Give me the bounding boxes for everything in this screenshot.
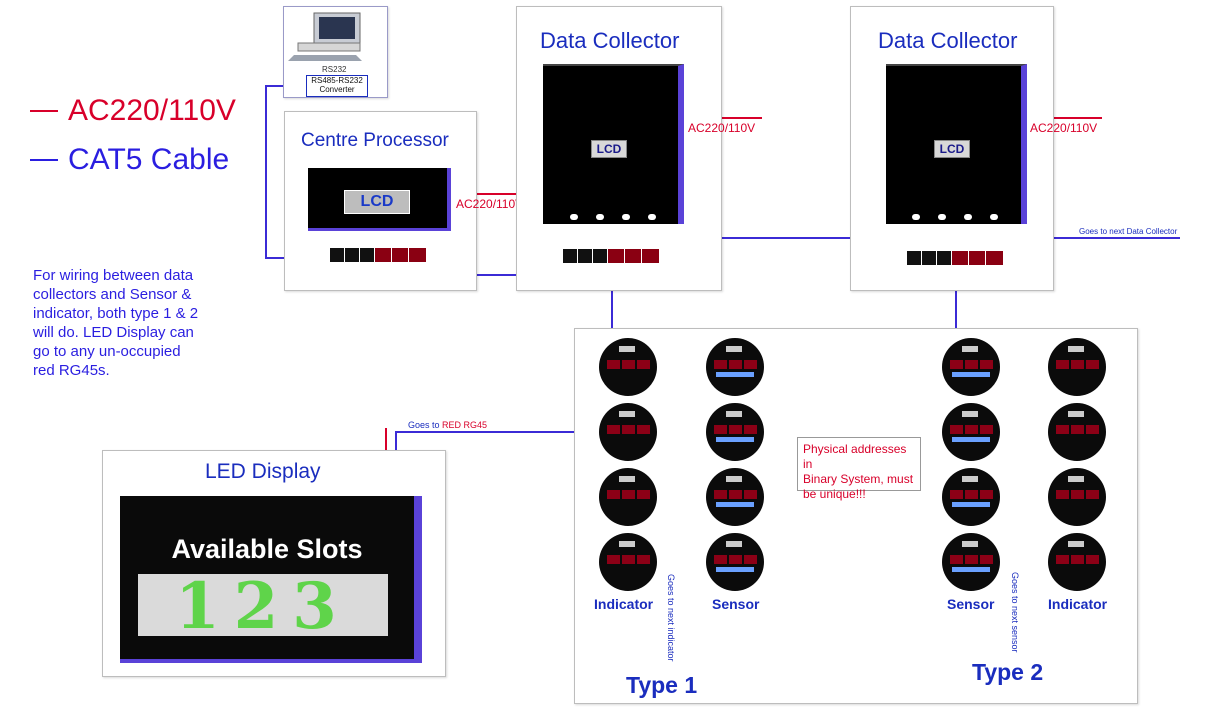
c2-lcd-label: LCD: [939, 142, 965, 156]
indicator-node: [599, 468, 657, 526]
data-collector-1-title: Data Collector: [540, 28, 680, 53]
sensor-node: [706, 533, 764, 591]
sensor-node: [706, 338, 764, 396]
type1-label: Type 1: [626, 672, 698, 698]
note-line: will do. LED Display can: [33, 324, 194, 341]
converter-label: RS485-RS232: [311, 76, 363, 85]
rj45-port: [642, 249, 659, 263]
note-line: indicator, both type 1 & 2: [33, 305, 199, 322]
rj45-port: [392, 248, 408, 262]
rj45-port: [952, 251, 968, 265]
rj45-port: [360, 248, 374, 262]
cp-rj45-switch: [330, 248, 426, 262]
type2-sensor-label: Sensor: [947, 596, 995, 612]
rj45-port: [330, 248, 344, 262]
sensor-node: [706, 468, 764, 526]
cable-gland: [596, 214, 604, 220]
note-line: go to any un-occupied: [33, 343, 181, 360]
led-sign-count: 123: [175, 569, 351, 644]
led-sign: Available Slots 123: [120, 496, 422, 663]
type2-next-label: Goes to next sensor: [1010, 572, 1020, 653]
led-display-title: LED Display: [205, 460, 321, 483]
rj45-port: [593, 249, 607, 263]
centre-processor-title: Centre Processor: [301, 130, 449, 151]
cable-gland: [912, 214, 920, 220]
c1-power-label: AC220/110V: [688, 121, 756, 135]
cable-gland: [938, 214, 946, 220]
legend-cat5-label: CAT5 Cable: [68, 143, 230, 176]
rj45-port: [969, 251, 985, 265]
sensor-area-panel: [574, 328, 1138, 704]
note-line: collectors and Sensor &: [33, 286, 192, 303]
data-collector-2-title: Data Collector: [878, 28, 1018, 53]
address-note-line: Physical addresses in: [803, 442, 907, 471]
rj45-port: [375, 248, 391, 262]
cable-gland: [648, 214, 656, 220]
address-note-box: Physical addresses in Binary System, mus…: [797, 437, 921, 501]
address-note-line: Binary System, must: [803, 472, 914, 486]
sensor-node: [942, 403, 1000, 461]
c2-lcd-screen: LCD: [934, 140, 970, 158]
c2-rj45-switch: [907, 251, 1003, 265]
type1-indicator-label: Indicator: [594, 596, 654, 612]
rj45-port: [563, 249, 577, 263]
sensor-node: [942, 338, 1000, 396]
converter-box: RS485-RS232 Converter: [306, 75, 368, 97]
cp-power-label: AC220/110V: [456, 197, 524, 211]
sensor-node: [942, 468, 1000, 526]
indicator-node: [1048, 338, 1106, 396]
cp-lcd-label: LCD: [360, 193, 394, 210]
indicator-node: [599, 533, 657, 591]
type2-label: Type 2: [972, 659, 1044, 685]
type2-indicator-label: Indicator: [1048, 596, 1108, 612]
indicator-node: [1048, 468, 1106, 526]
sensor-node: [706, 403, 764, 461]
indicator-node: [1048, 533, 1106, 591]
note-line: For wiring between data: [33, 267, 194, 284]
cp-lcd-screen: LCD: [344, 190, 410, 214]
led-link-prefix: Goes to: [408, 420, 443, 430]
rj45-port: [409, 248, 426, 262]
led-display-link-label: Goes to RED RG45: [408, 420, 487, 430]
c1-lcd-screen: LCD: [591, 140, 627, 158]
led-link-highlight: RED RG45: [442, 420, 488, 430]
cable-gland: [964, 214, 972, 220]
rj45-port: [578, 249, 592, 263]
rj45-port: [937, 251, 951, 265]
c2-power-label: AC220/110V: [1030, 121, 1098, 135]
indicator-node: [599, 338, 657, 396]
note-line: red RG45s.: [33, 362, 110, 379]
address-note-line: be unique!!!: [803, 487, 866, 501]
cable-gland: [622, 214, 630, 220]
converter-label: Converter: [319, 85, 355, 94]
rj45-port: [625, 249, 641, 263]
next-collector-label: Goes to next Data Collector: [1079, 227, 1178, 236]
c1-rj45-switch: [563, 249, 659, 263]
rj45-port: [986, 251, 1003, 265]
cable-gland: [990, 214, 998, 220]
indicator-node: [1048, 403, 1106, 461]
type1-next-label: Goes to next indicator: [666, 574, 676, 662]
rj45-port: [345, 248, 359, 262]
indicator-node: [599, 403, 657, 461]
wiring-note: For wiring between data collectors and S…: [33, 266, 198, 380]
sensor-node: [942, 533, 1000, 591]
cable-gland: [570, 214, 578, 220]
type1-sensor-label: Sensor: [712, 596, 760, 612]
led-sign-title: Available Slots: [171, 534, 363, 564]
computer-icon: [288, 12, 362, 61]
rj45-port: [907, 251, 921, 265]
c1-lcd-label: LCD: [596, 142, 622, 156]
rs232-label: RS232: [322, 65, 347, 74]
legend-ac-label: AC220/110V: [68, 94, 236, 127]
rj45-port: [922, 251, 936, 265]
rj45-port: [608, 249, 624, 263]
pc-panel: RS232 RS485-RS232 Converter: [283, 6, 388, 98]
led-sign-count-screen: 123: [138, 569, 388, 644]
